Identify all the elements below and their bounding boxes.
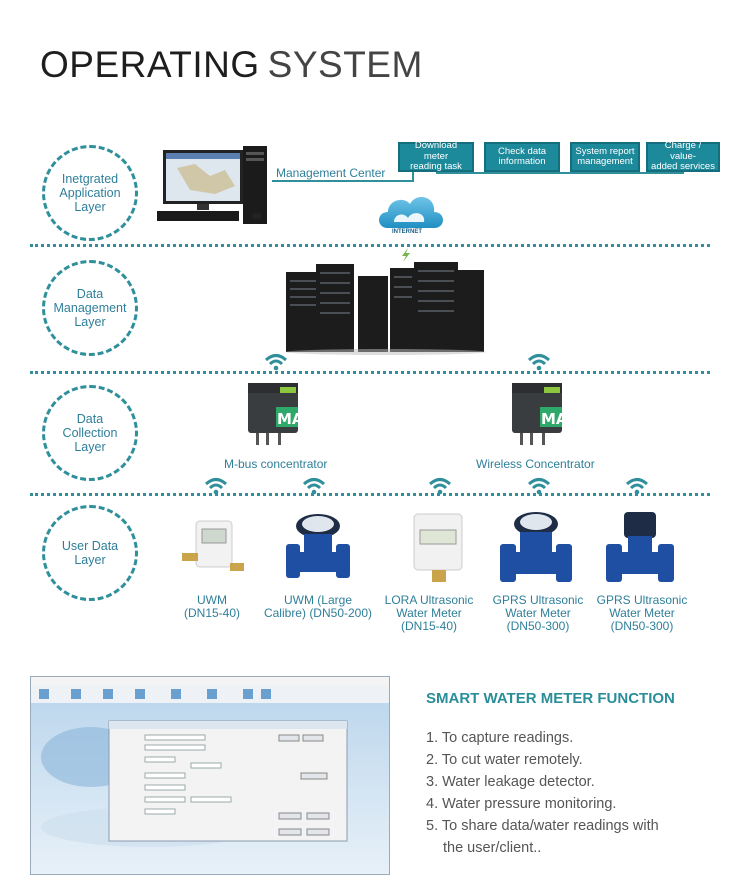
- internet-cloud-icon: [379, 197, 443, 228]
- uwm-large-meter-icon: [286, 514, 350, 578]
- gprs-ultrasonic-meter-icon: [606, 512, 674, 582]
- wifi-icon: [204, 478, 228, 495]
- meter-label-uwm: UWM(DN15-40): [183, 593, 240, 620]
- wifi-icon: [527, 478, 551, 495]
- computer-icon: [157, 146, 267, 224]
- function-item: 2. To cut water remotely.: [426, 752, 583, 768]
- wifi-icon: [264, 354, 288, 371]
- software-screenshot: [30, 676, 390, 875]
- function-item: 4. Water pressure monitoring.: [426, 796, 617, 812]
- lightning-icon: [402, 248, 410, 262]
- function-item: 1. To capture readings.: [426, 730, 574, 746]
- function-item-continuation: the user/client..: [443, 840, 542, 856]
- connector-line: [272, 180, 412, 182]
- title-operating: OPERATING: [40, 44, 260, 85]
- internet-label: INTERNET: [392, 229, 422, 235]
- title-system: SYSTEM: [267, 44, 423, 85]
- svg-text:MA: MA: [541, 410, 566, 428]
- uwm-small-meter-icon: [182, 520, 244, 571]
- service-charge: Charge / value-added services: [646, 141, 720, 172]
- mbus-concentrator-label: M-bus concentrator: [224, 457, 328, 471]
- management-center-label: Management Center: [276, 166, 386, 180]
- bracket-v: [412, 172, 414, 182]
- wireless-concentrator-icon: MA: [512, 383, 566, 445]
- server-rack-icon: [286, 262, 486, 355]
- gprs-ultrasonic-meter-icon: [500, 512, 572, 582]
- function-list: 1. To capture readings. 2. To cut water …: [426, 727, 659, 859]
- wifi-icon: [527, 354, 551, 371]
- separator-3: [30, 493, 710, 496]
- wifi-icon: [428, 478, 452, 495]
- function-item: 3. Water leakage detector.: [426, 774, 595, 790]
- wifi-icon: [625, 478, 649, 495]
- wifi-icon: [302, 478, 326, 495]
- separator-1: [30, 244, 710, 247]
- bracket-h: [436, 172, 684, 174]
- function-item: 5. To share data/water readings with: [426, 818, 659, 834]
- separator-2: [30, 371, 710, 374]
- function-title: SMART WATER METER FUNCTION: [426, 690, 675, 707]
- software-ui-illustration: [31, 677, 389, 874]
- lora-ultrasonic-meter-icon: [413, 513, 463, 582]
- mbus-concentrator-icon: MA: [248, 383, 302, 445]
- wireless-concentrator-label: Wireless Concentrator: [476, 457, 595, 471]
- svg-text:MA: MA: [277, 410, 302, 428]
